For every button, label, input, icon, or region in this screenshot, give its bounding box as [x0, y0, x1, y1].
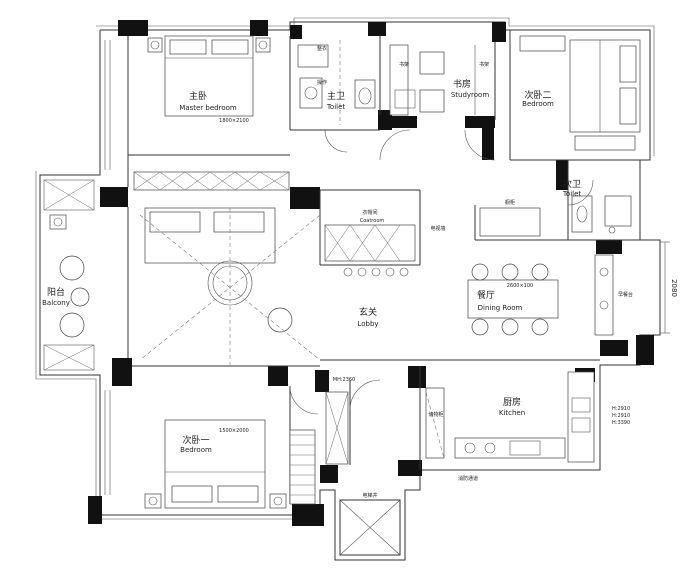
balcony-label: 阳台 — [47, 286, 65, 298]
master-toilet-en-label: Toilet — [326, 103, 346, 111]
balcony-area — [43, 179, 95, 371]
kitchen-fixtures — [425, 371, 595, 463]
bedroom-one-en-label: Bedroom — [180, 446, 212, 454]
bedroom-two-label: 次卧二 — [524, 89, 551, 101]
bar-label: 早餐台 — [618, 291, 633, 298]
wardrobe-label: 整衣 — [317, 45, 327, 52]
lobby-en-label: Lobby — [357, 320, 378, 328]
second-toilet-fixtures — [571, 195, 632, 234]
interior-walls — [99, 30, 640, 504]
dining-label: 餐厅 — [477, 289, 495, 301]
bedroom-two-en-label: Bedroom — [522, 100, 554, 108]
cloakroom-en-label: Coatroom — [360, 218, 385, 224]
bedroom-one-furniture — [104, 390, 316, 509]
lobby-label: 玄关 — [359, 306, 377, 318]
elevator-label: 电梯井 — [362, 492, 377, 499]
second-toilet-en-label: Toilet — [562, 190, 582, 198]
bedroom-one-label: 次卧一 — [182, 434, 209, 446]
study-furniture — [389, 44, 476, 116]
kitchen-label: 厨房 — [503, 396, 521, 408]
master-bedroom-en-label: Master bedroom — [179, 104, 237, 112]
dining-dim-label: 2600×100 — [507, 283, 533, 289]
cabinet-label: 橱柜 — [505, 199, 515, 206]
cloakroom-label: 衣帽间 — [362, 209, 377, 216]
living-area-furniture — [139, 207, 321, 366]
structural-columns — [88, 20, 654, 526]
stairs-label: 消防通道 — [458, 475, 478, 482]
height-label-3: H:3390 — [612, 420, 630, 426]
bed-dim-label: 1800×2100 — [219, 118, 249, 124]
dining-en-label: Dining Room — [478, 304, 523, 312]
doors — [289, 129, 594, 415]
elevator-shaft — [339, 499, 401, 556]
dimension-2080-label: 2080 — [670, 279, 678, 297]
height-label-1: H:2910 — [612, 406, 630, 412]
bedroom-two-furniture — [519, 35, 641, 151]
bed-dim-two-label: 1500×2000 — [219, 428, 249, 434]
dimension-2080 — [660, 241, 670, 334]
shelf-right-label: 书架 — [479, 61, 489, 68]
master-bedroom-label: 主卧 — [189, 90, 207, 102]
dining-furniture — [467, 207, 614, 336]
master-bedroom-furniture — [104, 35, 290, 191]
corridor-storage — [325, 391, 349, 465]
height-label-2: H:2910 — [612, 413, 630, 419]
mh-2360-label: MH:2360 — [333, 377, 355, 383]
study-en-label: Studyroom — [451, 91, 490, 99]
second-toilet-label: 次卫 — [563, 178, 581, 190]
outer-walls — [35, 17, 661, 561]
shelf-left-label: 书架 — [399, 61, 409, 68]
master-toilet-label: 主卫 — [327, 90, 345, 102]
master-toilet-fixtures — [297, 40, 376, 125]
wash-label: 操作 — [317, 79, 327, 86]
storage-label: 储物柜 — [428, 411, 443, 418]
tv-wall-label: 电视墙 — [430, 225, 445, 232]
study-label: 书房 — [453, 78, 471, 90]
kitchen-en-label: Kitchen — [499, 409, 525, 417]
cloakroom-fixtures — [324, 224, 416, 277]
balcony-en-label: Balcony — [42, 299, 70, 307]
